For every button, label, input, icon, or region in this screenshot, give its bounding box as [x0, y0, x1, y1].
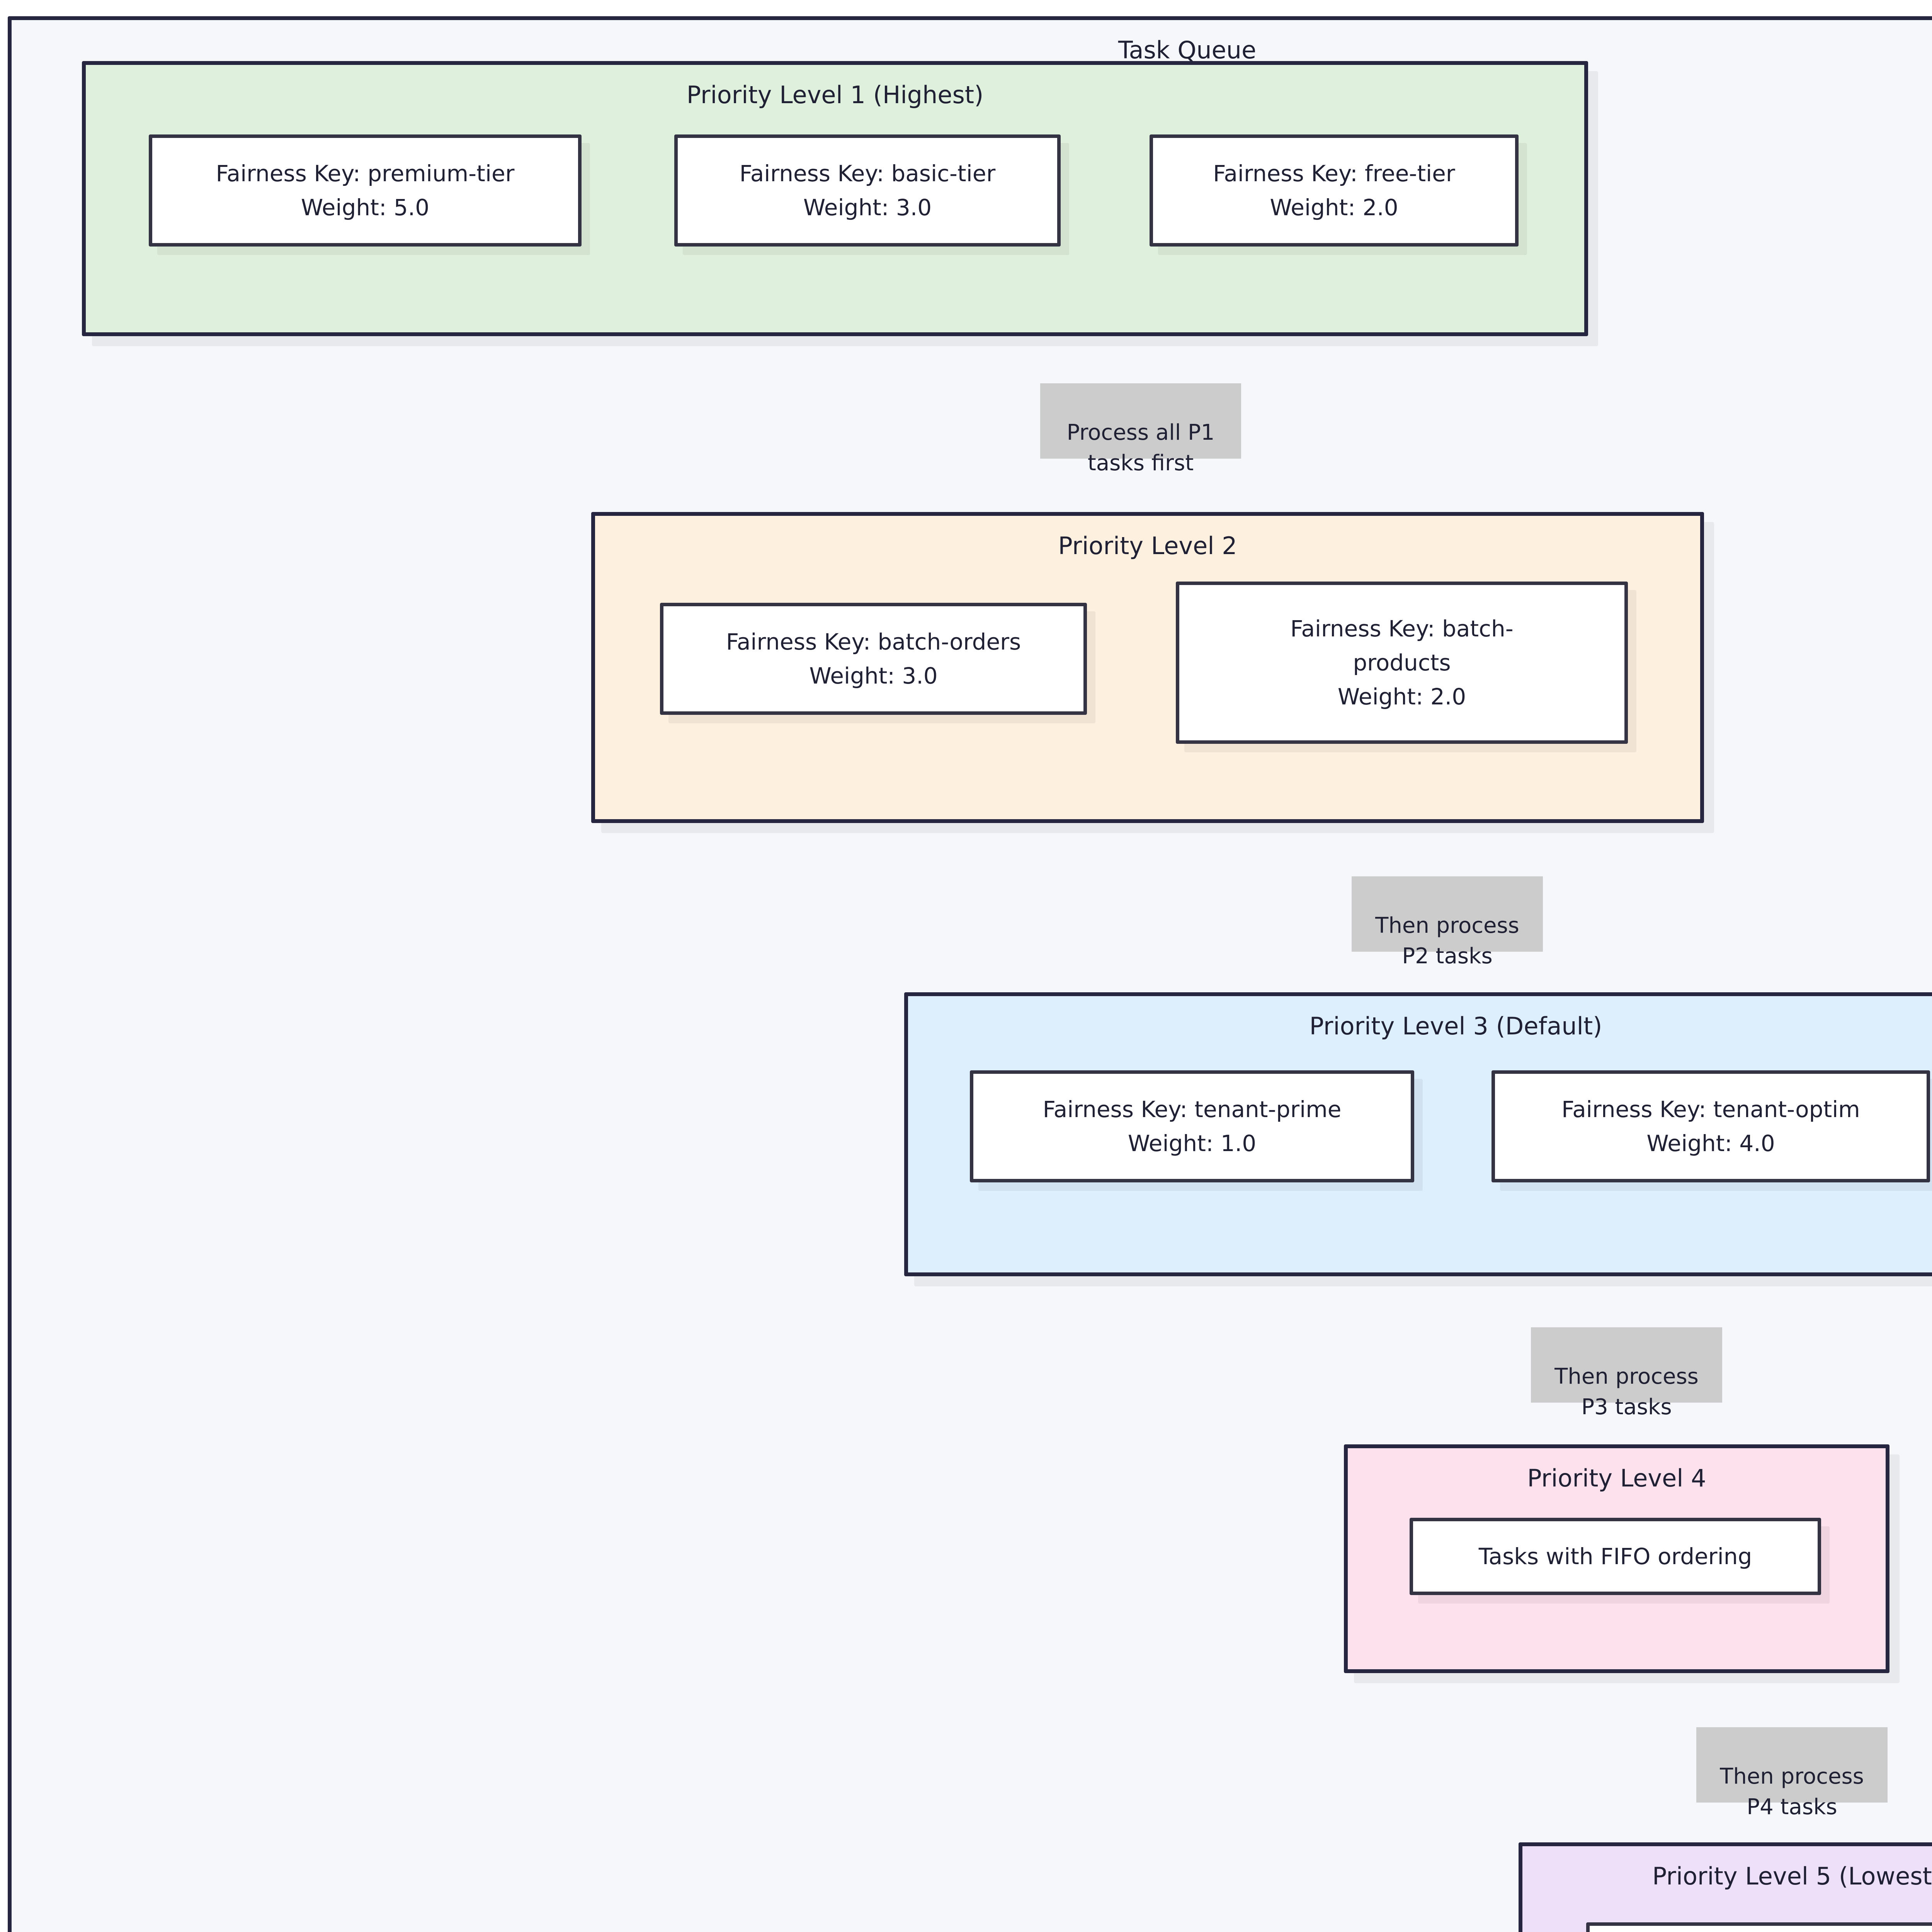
- cluster-title-priority-level-4: Priority Level 4: [1527, 1464, 1706, 1492]
- edge-label-line-1: Then process: [1554, 1364, 1699, 1389]
- edge-label-process-all-p1: Process all P1 tasks first: [1040, 383, 1241, 476]
- edge-label-line-2: tasks first: [1087, 451, 1194, 476]
- edge-label-line-2: P4 tasks: [1747, 1794, 1837, 1820]
- node-fifo-tasks-p5[interactable]: Tasks with FIFO ordering: [1586, 1922, 1932, 1932]
- node-fairness-tenant-prime[interactable]: Fairness Key: tenant-prime Weight: 1.0: [970, 1070, 1414, 1182]
- edge-label-then-process-p3: Then process P3 tasks: [1531, 1327, 1722, 1420]
- node-line-weight: Weight: 1.0: [1128, 1130, 1257, 1156]
- cluster-title-priority-level-1: Priority Level 1 (Highest): [686, 81, 984, 109]
- edge-label-then-process-p4: Then process P4 tasks: [1696, 1727, 1888, 1820]
- node-line-fairness-key: Fairness Key: premium-tier: [216, 160, 515, 187]
- node-fairness-tenant-optim[interactable]: Fairness Key: tenant-optim Weight: 4.0: [1492, 1070, 1930, 1182]
- edge-label-line-1: Process all P1: [1066, 420, 1215, 445]
- edge-label-line-2: P3 tasks: [1581, 1395, 1672, 1420]
- node-line-fairness-key: Fairness Key: batch-orders: [726, 628, 1021, 655]
- node-fairness-free-tier[interactable]: Fairness Key: free-tier Weight: 2.0: [1150, 134, 1519, 247]
- node-line-weight: Weight: 5.0: [301, 194, 430, 221]
- node-line-weight: Weight: 3.0: [803, 194, 932, 221]
- node-line-fairness-key: Fairness Key: basic-tier: [739, 160, 996, 187]
- cluster-title-priority-level-3: Priority Level 3 (Default): [1309, 1012, 1602, 1040]
- cluster-priority-level-5: Priority Level 5 (Lowest): [1519, 1842, 1932, 1932]
- node-line-fairness-key: Fairness Key: tenant-prime: [1043, 1096, 1342, 1122]
- node-fairness-premium-tier[interactable]: Fairness Key: premium-tier Weight: 5.0: [149, 134, 582, 247]
- node-line-weight: Weight: 4.0: [1646, 1130, 1775, 1156]
- node-fifo-tasks-p4[interactable]: Tasks with FIFO ordering: [1410, 1518, 1821, 1595]
- edge-label-line-1: Then process: [1375, 913, 1519, 938]
- node-fairness-batch-orders[interactable]: Fairness Key: batch-orders Weight: 3.0: [660, 603, 1087, 715]
- node-line-weight: Weight: 3.0: [809, 663, 938, 689]
- node-line-fairness-key-cont: products: [1353, 649, 1451, 676]
- node-line-weight: Weight: 2.0: [1270, 194, 1398, 221]
- node-line-fairness-key: Fairness Key: free-tier: [1213, 160, 1455, 187]
- edge-label-then-process-p2: Then process P2 tasks: [1352, 876, 1543, 969]
- edge-label-line-1: Then process: [1720, 1764, 1864, 1789]
- node-line-fairness-key: Fairness Key: tenant-optim: [1561, 1096, 1860, 1122]
- node-fairness-basic-tier[interactable]: Fairness Key: basic-tier Weight: 3.0: [674, 134, 1061, 247]
- node-line-weight: Weight: 2.0: [1337, 684, 1466, 710]
- cluster-title-priority-level-5: Priority Level 5 (Lowest): [1652, 1862, 1932, 1890]
- node-line-fifo: Tasks with FIFO ordering: [1478, 1543, 1752, 1570]
- cluster-title-priority-level-2: Priority Level 2: [1058, 532, 1237, 560]
- edge-label-line-2: P2 tasks: [1402, 944, 1493, 969]
- node-fairness-batch-products[interactable]: Fairness Key: batch- products Weight: 2.…: [1176, 582, 1628, 744]
- node-line-fairness-key: Fairness Key: batch-: [1290, 615, 1514, 642]
- cluster-title-task-queue: Task Queue: [1118, 36, 1257, 64]
